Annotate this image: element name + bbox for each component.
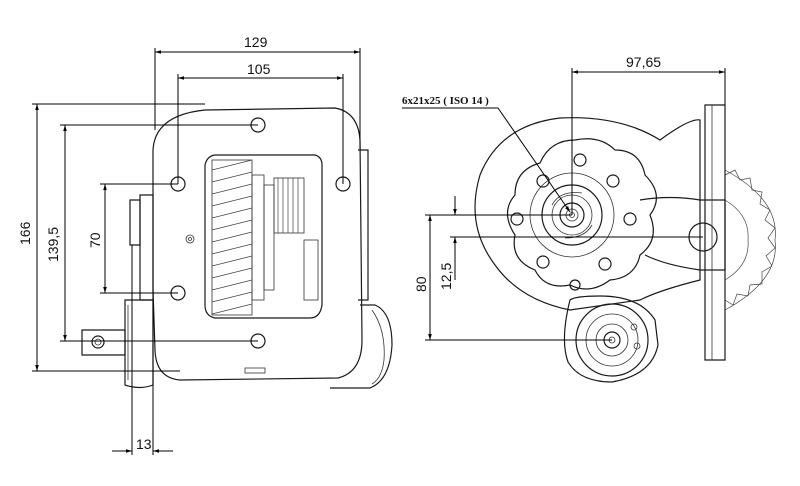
flange-star <box>506 138 657 290</box>
flange-bolts <box>510 153 637 291</box>
left-plate <box>139 194 154 301</box>
helical-gear <box>211 159 319 316</box>
body-outline <box>474 117 701 311</box>
shaft-tube <box>124 299 154 389</box>
dim-97-65: 97,65 <box>626 54 661 70</box>
bottom-cap <box>330 304 393 389</box>
shaft-lug <box>81 329 126 356</box>
dim-13: 13 <box>136 436 152 452</box>
housing-outline <box>152 107 363 381</box>
dim-129: 129 <box>244 34 268 50</box>
bolt-holes <box>170 117 351 349</box>
ring-gear <box>724 169 776 311</box>
gear-window <box>204 154 323 319</box>
front-view: 97,65 80 12,5 6x21x25 ( ISO 14 ) <box>402 54 776 383</box>
dim-105: 105 <box>247 61 271 77</box>
mounting-plate <box>704 104 726 361</box>
dim-12-5: 12,5 <box>438 263 454 290</box>
spline-callout: 6x21x25 ( ISO 14 ) <box>402 95 489 107</box>
side-view: 129 105 166 139,5 70 13 <box>17 34 393 455</box>
dim-80: 80 <box>413 276 429 292</box>
dim-70: 70 <box>87 232 103 248</box>
dim-139-5: 139,5 <box>45 227 61 262</box>
right-flange <box>358 149 369 301</box>
dim-166: 166 <box>17 221 33 245</box>
